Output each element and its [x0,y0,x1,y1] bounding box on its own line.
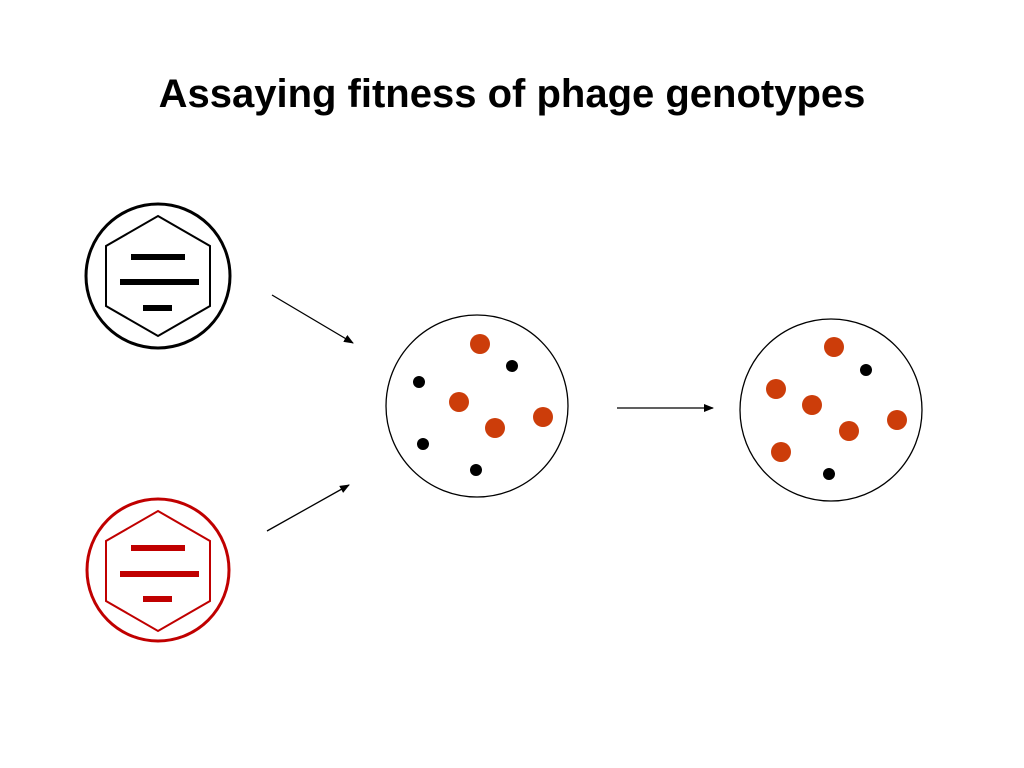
initial-mixture-circle [385,314,569,498]
red-particle [887,410,907,430]
black-particle [417,438,429,450]
arrow-red-to-mixture [266,484,350,532]
red-particle [485,418,505,438]
black-particle [823,468,835,480]
red-particle [533,407,553,427]
slide-title: Assaying fitness of phage genotypes [158,72,866,116]
black-particle [506,360,518,372]
red-particle [470,334,490,354]
black-particle [470,464,482,476]
red-particle [824,337,844,357]
red-particle [839,421,859,441]
phage-black-icon [84,202,232,350]
red-particle [449,392,469,412]
final-mixture-circle [739,318,923,502]
genome-segment [143,596,172,602]
genome-segment [131,254,185,260]
genome-segment [120,279,199,285]
red-particle [802,395,822,415]
black-particle [860,364,872,376]
phage-red-icon [85,497,231,643]
arrow-black-to-mixture [271,294,354,344]
black-particle [413,376,425,388]
genome-segment [120,571,199,577]
genome-segment [143,305,172,311]
red-particle [766,379,786,399]
genome-segment [131,545,185,551]
red-particle [771,442,791,462]
